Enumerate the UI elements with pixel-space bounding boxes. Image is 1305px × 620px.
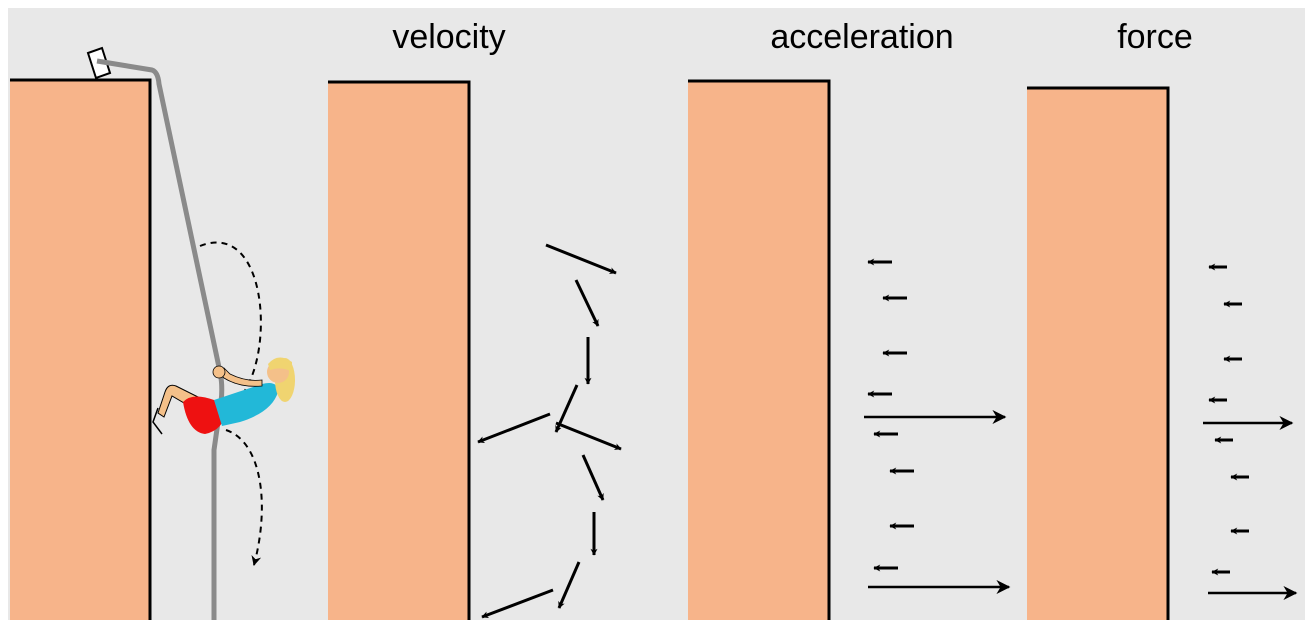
edge-velocity: [328, 80, 471, 620]
velocity-arrow-5: [477, 412, 551, 444]
velocity-panel: velocity: [328, 18, 622, 620]
velocity-arrow-7: [581, 454, 605, 501]
climber-panel: [10, 46, 295, 620]
velocity-arrow-2: [574, 279, 600, 327]
acceleration-panel: acceleration: [688, 18, 1011, 620]
acceleration-label: acceleration: [770, 18, 953, 56]
wall-acceleration: [688, 81, 829, 620]
cliff-edge: [10, 78, 152, 620]
force-arrows: [1203, 263, 1298, 600]
edge-acceleration: [688, 79, 831, 620]
velocity-arrow-10: [481, 588, 554, 619]
cliff-wall: [10, 80, 150, 620]
velocity-arrows: [477, 243, 622, 619]
wall-force: [1027, 88, 1168, 620]
acceleration-arrows: [864, 258, 1011, 594]
velocity-arrow-1: [545, 243, 617, 275]
force-panel: force: [1027, 18, 1298, 620]
edge-force: [1027, 86, 1170, 620]
dashed-swing-path-icon: [199, 241, 262, 565]
velocity-arrow-9: [557, 561, 581, 609]
force-label: force: [1117, 18, 1193, 56]
velocity-arrow-6: [555, 421, 622, 451]
wall-velocity: [328, 82, 469, 620]
climber-icon: [152, 357, 295, 435]
velocity-label: velocity: [392, 18, 505, 56]
